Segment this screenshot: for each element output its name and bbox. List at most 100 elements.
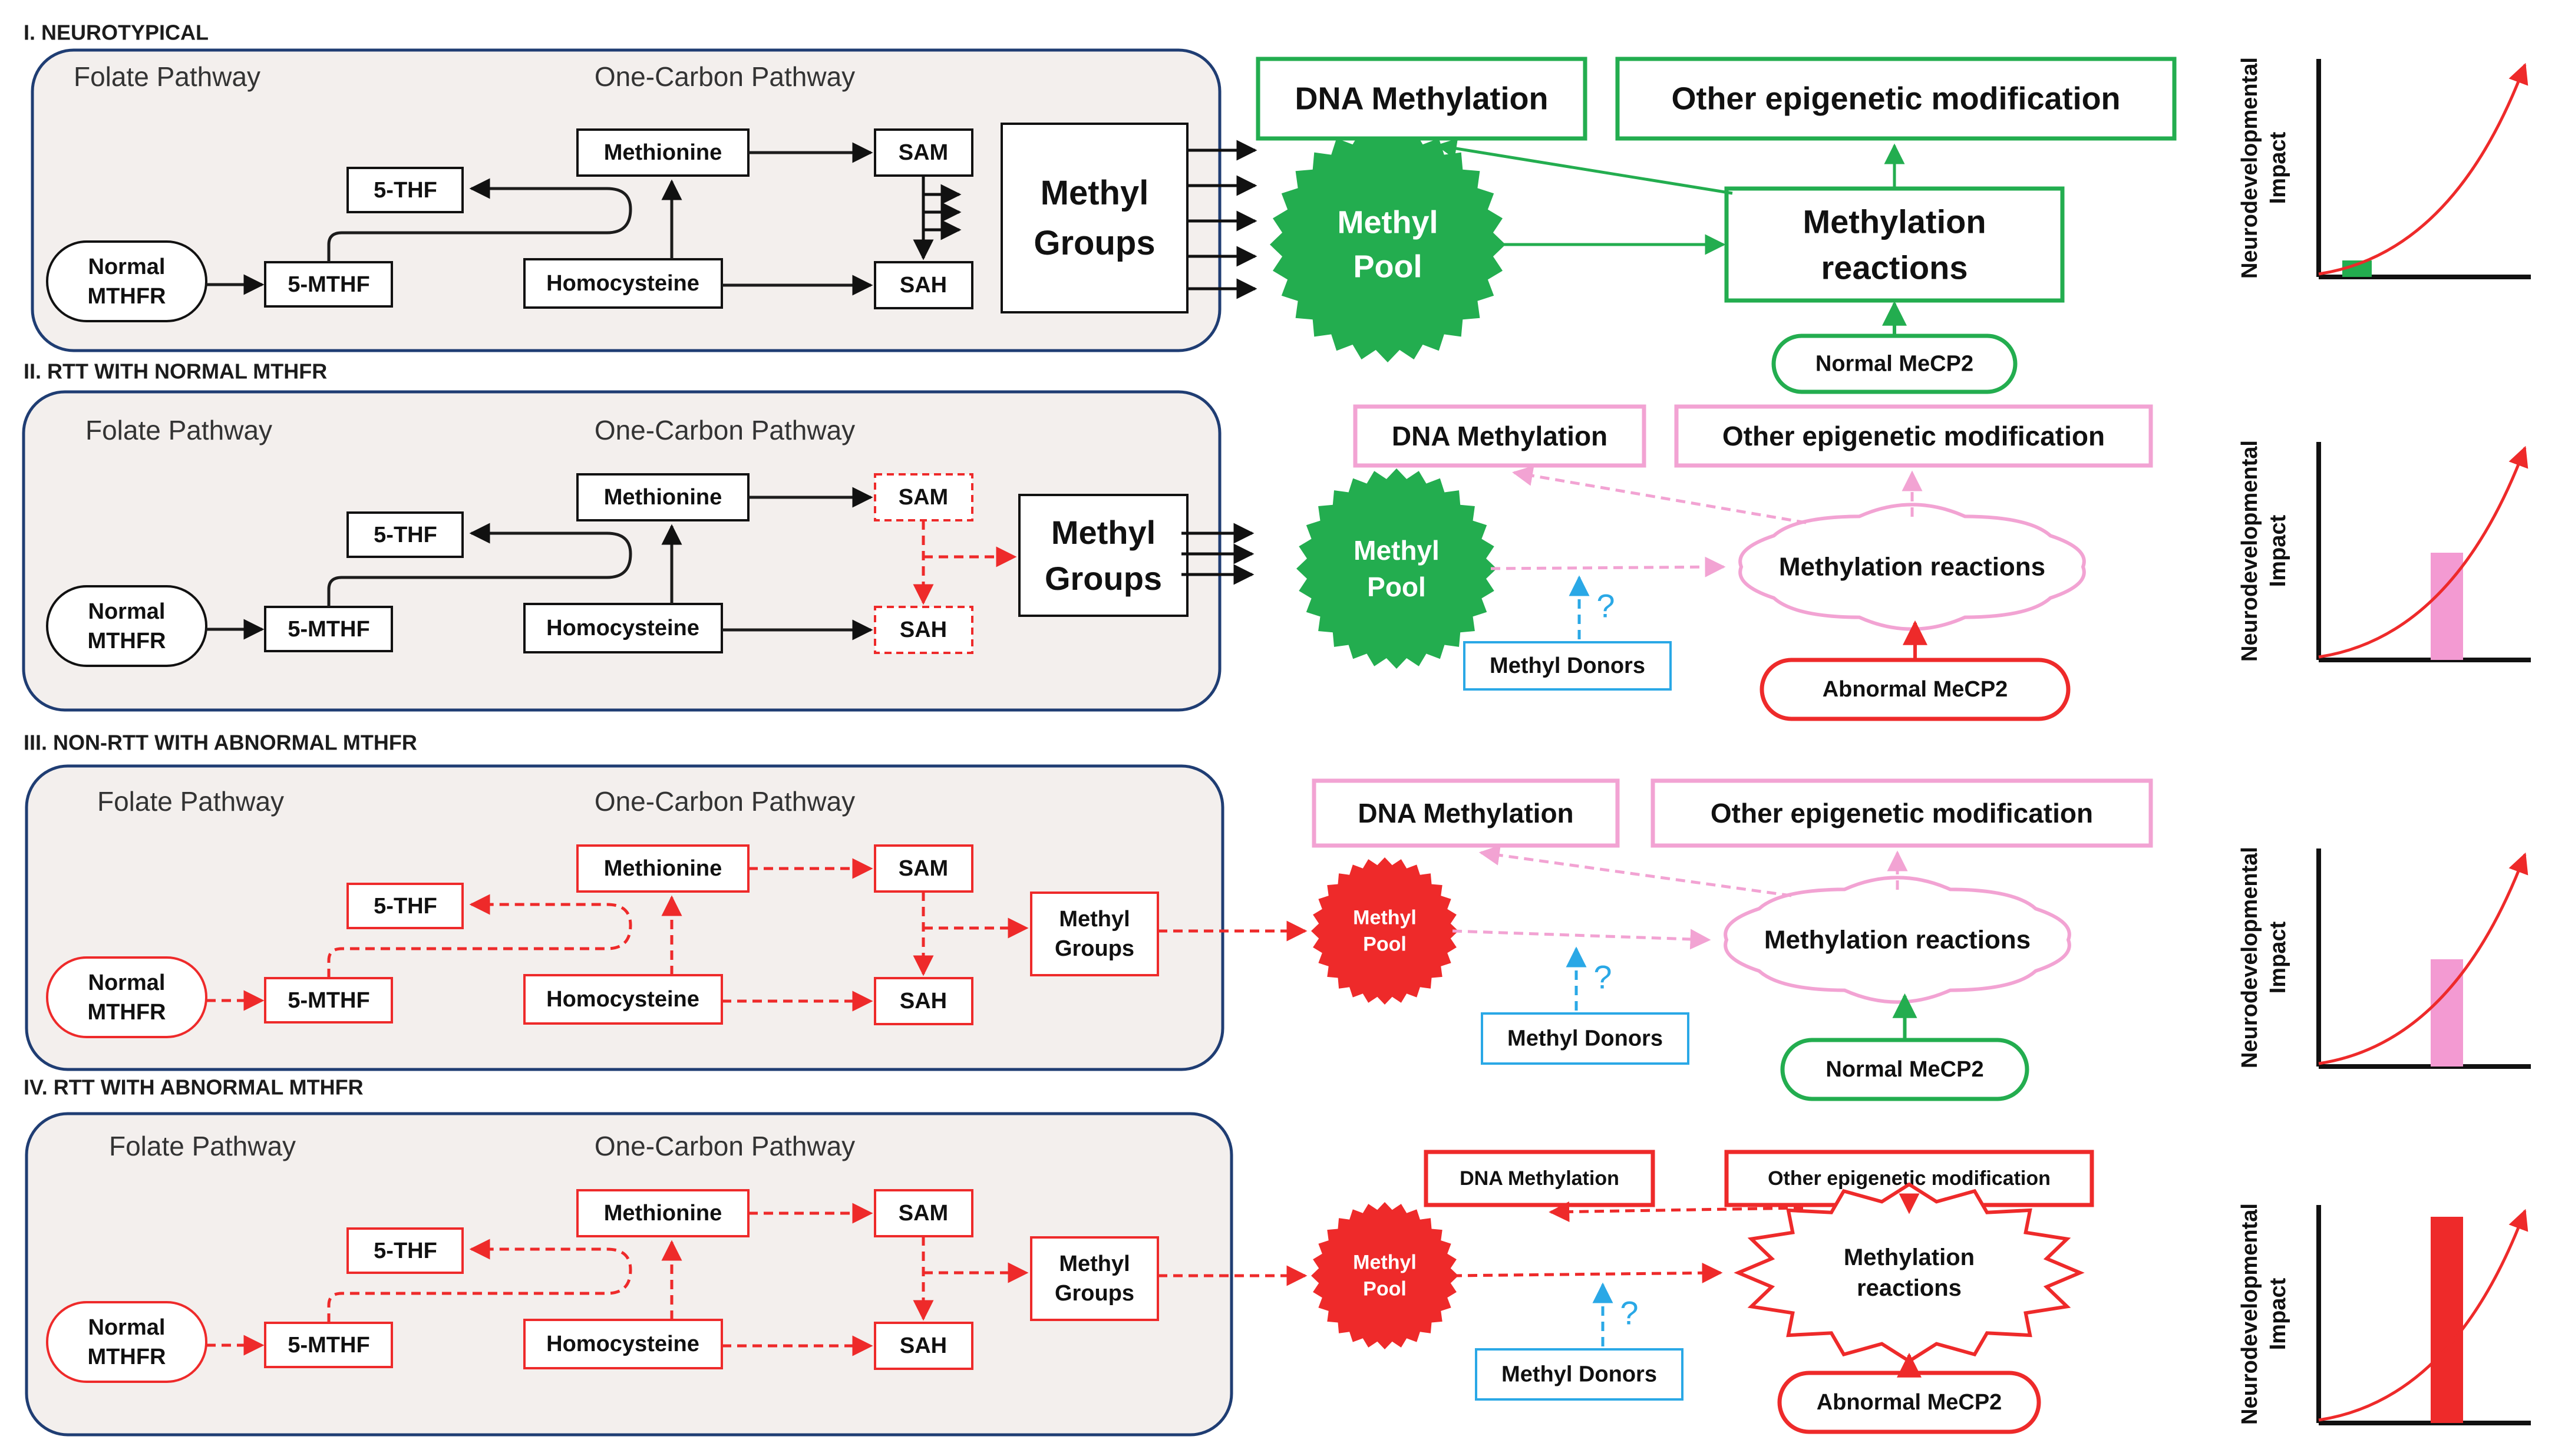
methyl-pool-line: Methyl — [1354, 535, 1440, 566]
methyl-pool-line: Pool — [1363, 933, 1407, 956]
homocysteine-node — [523, 974, 723, 1025]
sam-label: SAM — [899, 485, 948, 510]
five-thf-label: 5-THF — [374, 1239, 437, 1263]
methyl-groups-line: Methyl — [1059, 1252, 1130, 1276]
sam-node — [874, 1189, 973, 1237]
one-carbon-pathway-label: One-Carbon Pathway — [595, 61, 855, 92]
dna-methylation-label: DNA Methylation — [1358, 798, 1573, 828]
normal-mthfr-line: Normal — [88, 599, 166, 624]
homocysteine-node — [523, 1319, 723, 1369]
one-carbon-pathway-label: One-Carbon Pathway — [595, 415, 855, 445]
methyl-groups-line: Groups — [1055, 1281, 1134, 1306]
sam-label: SAM — [899, 1201, 948, 1226]
impact-curve — [2318, 445, 2528, 659]
methyl-pool-shape — [1311, 1202, 1458, 1349]
methionine-node — [576, 844, 750, 893]
section-title: IV. RTT WITH ABNORMAL MTHFR — [24, 1075, 364, 1100]
dna-methylation-box — [1256, 57, 1587, 141]
flow-arrow — [1452, 1262, 1723, 1283]
methyl-donors-box — [1481, 1012, 1689, 1065]
flow-arrow — [1478, 844, 1792, 897]
methyl-pool-line: Pool — [1363, 1278, 1407, 1300]
impact-label-line: Impact — [2266, 921, 2290, 993]
methyl-donors-label: Methyl Donors — [1507, 1026, 1663, 1051]
methyl-pool-line: Methyl — [1353, 907, 1417, 929]
other-epigenetic-box — [1674, 404, 2153, 468]
methyl-pool-line: Methyl — [1353, 1252, 1417, 1274]
impact-label-line: Neurodevelopmental — [2237, 847, 2262, 1068]
sah-node — [874, 606, 973, 654]
flow-arrow — [1490, 556, 1726, 577]
methyl-groups-node — [1030, 892, 1159, 976]
impact-bar — [2431, 553, 2463, 660]
methylation-reactions-burst — [1734, 1182, 2085, 1363]
impact-curve — [2318, 1209, 2528, 1422]
flow-arrow — [1549, 1201, 1804, 1222]
dna-methylation-label: DNA Methylation — [1295, 81, 1549, 117]
impact-bar — [2431, 959, 2463, 1067]
methyl-donors-label: Methyl Donors — [1490, 653, 1645, 678]
methionine-node — [576, 128, 750, 177]
dna-methylation-box — [1424, 1150, 1655, 1207]
five-mthf-node — [264, 606, 393, 652]
normal-mthfr-line: MTHFR — [88, 629, 166, 653]
methionine-label: Methionine — [604, 856, 722, 881]
normal-mthfr-node — [46, 240, 207, 322]
sam-node — [874, 473, 973, 521]
section-title: III. NON-RTT WITH ABNORMAL MTHFR — [24, 731, 417, 755]
sah-node — [874, 1322, 973, 1370]
methyl-donors-label: Methyl Donors — [1501, 1362, 1657, 1387]
flow-arrow — [1512, 465, 1807, 524]
homocysteine-node — [523, 258, 723, 309]
methylation-reactions-line: Methylation — [1844, 1244, 1975, 1270]
other-epigenetic-label: Other epigenetic modification — [1722, 421, 2105, 451]
folate-pathway-label: Folate Pathway — [74, 61, 260, 92]
folate-pathway-label: Folate Pathway — [85, 415, 272, 445]
sah-label: SAH — [900, 989, 947, 1013]
methionine-node — [576, 473, 750, 521]
five-thf-label: 5-THF — [374, 894, 437, 919]
folate-cycle-arrow — [327, 178, 632, 262]
normal-mthfr-line: Normal — [88, 255, 166, 279]
flow-arrow — [1435, 138, 1733, 195]
impact-label-line: Neurodevelopmental — [2237, 440, 2262, 662]
one-carbon-pathway-label: One-Carbon Pathway — [595, 1131, 855, 1161]
homocysteine-label: Homocysteine — [546, 271, 699, 296]
normal-mthfr-line: MTHFR — [88, 1345, 166, 1369]
methyl-pool-shape — [1311, 857, 1458, 1005]
methyl-groups-line: Groups — [1045, 560, 1162, 597]
folate-cycle-arrow — [327, 894, 632, 978]
sam-node — [874, 844, 973, 893]
normal-mthfr-line: MTHFR — [88, 284, 166, 309]
other-epigenetic-label: Other epigenetic modification — [1671, 81, 2120, 117]
normal-mthfr-node — [46, 1301, 207, 1383]
mecp2-label: Abnormal MeCP2 — [1817, 1390, 2002, 1415]
sam-label: SAM — [899, 856, 948, 881]
five-thf-node — [346, 167, 464, 213]
folate-cycle-arrow — [327, 1239, 632, 1323]
other-epigenetic-label: Other epigenetic modification — [1711, 798, 2093, 828]
five-thf-label: 5-THF — [374, 178, 437, 203]
mecp2-label: Normal MeCP2 — [1815, 352, 1973, 377]
five-thf-node — [346, 883, 464, 929]
five-thf-node — [346, 1227, 464, 1274]
five-thf-label: 5-THF — [374, 523, 437, 547]
methyl-groups-line: Methyl — [1041, 174, 1149, 212]
sah-node — [874, 977, 973, 1025]
sam-label: SAM — [899, 140, 948, 165]
question-mark: ? — [1596, 587, 1615, 625]
methyl-groups-node — [1001, 123, 1189, 313]
methyl-groups-line: Methyl — [1051, 514, 1156, 551]
dna-methylation-box — [1353, 404, 1646, 468]
normal-mthfr-line: Normal — [88, 970, 166, 995]
methionine-label: Methionine — [604, 1201, 722, 1226]
methionine-node — [576, 1189, 750, 1237]
methylation-reactions-cloud — [1738, 503, 2086, 631]
sah-label: SAH — [900, 618, 947, 642]
